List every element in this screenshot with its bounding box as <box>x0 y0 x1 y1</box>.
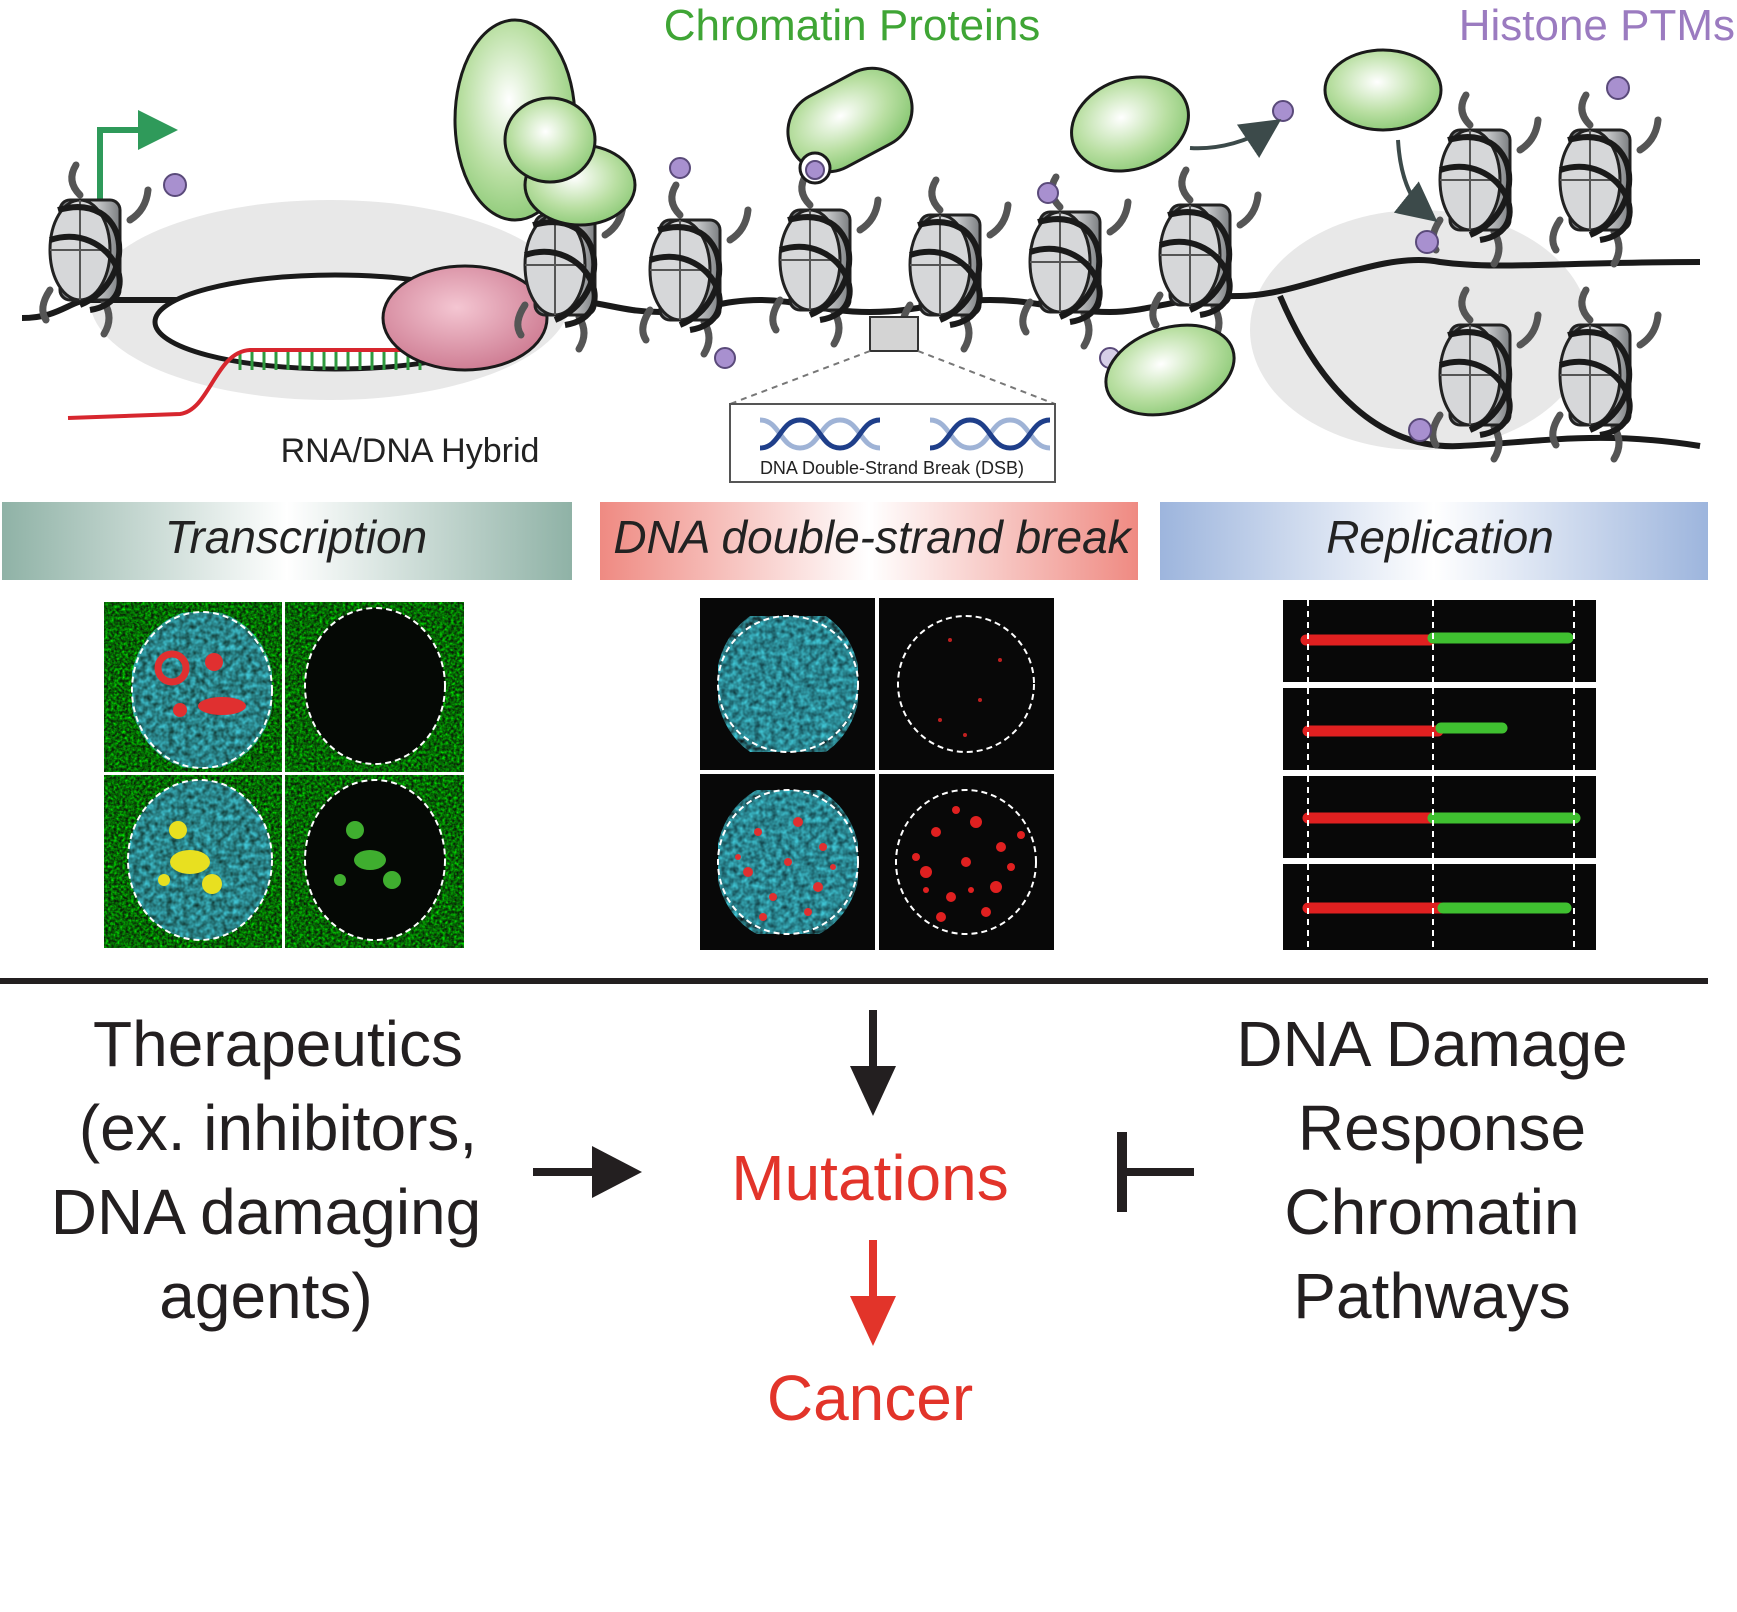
mutations-label: Mutations <box>731 1142 1008 1214</box>
rna-dna-hybrid-label: RNA/DNA Hybrid <box>281 432 540 470</box>
ddr-line-4: Pathways <box>1293 1260 1570 1332</box>
cancer-label: Cancer <box>767 1362 973 1434</box>
tile-green-bottom <box>285 775 464 948</box>
tile-dsb-merge-top <box>700 598 875 770</box>
replication-fork-strand <box>1277 294 1701 450</box>
tss-arrowhead-icon <box>138 110 178 150</box>
transcription-banner <box>2 502 572 580</box>
dna-helix-icon <box>759 417 1051 451</box>
tile-merge-bottom <box>104 775 282 948</box>
dsb-marker-box <box>869 316 919 352</box>
nucleosome-3 <box>643 185 748 354</box>
dna-fiber-tracks <box>1300 632 1581 914</box>
rna-dna-hybrid-rungs <box>238 352 422 370</box>
replication-micrographs <box>1283 600 1596 950</box>
transcription-banner-label: Transcription <box>165 511 427 563</box>
nucleosome-4 <box>773 175 878 344</box>
therapeutics-line-2: (ex. inhibitors, <box>79 1092 477 1164</box>
replication-banner <box>1160 502 1708 580</box>
chromatin-proteins-label: Chromatin Proteins <box>664 1 1041 50</box>
dsb-banner-label: DNA double-strand break <box>613 511 1132 563</box>
mutation-flow: Therapeutics (ex. inhibitors, DNA damagi… <box>51 1008 1628 1434</box>
therapeutics-line-3: DNA damaging <box>51 1176 481 1248</box>
ptm-addition-arrow-icon <box>1393 139 1438 223</box>
tile-dsb-merge-bottom <box>700 774 875 950</box>
therapeutics-line-4: agents) <box>159 1260 372 1332</box>
dsb-micrographs <box>700 598 1054 950</box>
dsb-inset-label: DNA Double-Strand Break (DSB) <box>760 458 1024 478</box>
rna-strand <box>67 348 440 420</box>
histone-ptms-label: Histone PTMs <box>1459 1 1735 50</box>
tile-dsb-red-bottom <box>879 774 1054 950</box>
nucleosome-9 <box>1553 95 1658 264</box>
chromatin-proteins <box>453 18 1443 417</box>
dsb-banner <box>600 502 1138 580</box>
ptm-removal-arrow-icon <box>1189 119 1282 158</box>
tile-merge-top <box>104 602 282 772</box>
process-banners: Transcription DNA double-strand break Re… <box>2 502 1708 580</box>
tss-arrow-icon <box>97 127 140 200</box>
rna-polymerase <box>381 264 549 372</box>
therapeutics-line-1: Therapeutics <box>93 1008 463 1080</box>
ddr-line-3: Chromatin <box>1284 1176 1579 1248</box>
tile-dsb-red-top <box>879 598 1054 770</box>
histone-ptm-dots <box>163 76 1630 442</box>
chromatin-schematic: DNA Double-Strand Break (DSB) Chromatin … <box>21 1 1735 483</box>
ptm-bound-dot <box>805 160 825 180</box>
dsb-zoom-lines <box>729 350 1056 405</box>
replication-banner-label: Replication <box>1326 511 1554 563</box>
down-arrow-icon <box>850 1066 896 1116</box>
nucleosome-6 <box>1023 177 1128 346</box>
ddr-line-1: DNA Damage <box>1236 1008 1627 1080</box>
dna-strand <box>21 257 1701 321</box>
nucleosome-7 <box>1153 170 1258 339</box>
right-arrow-icon <box>592 1146 642 1198</box>
transcription-micrographs <box>104 602 464 948</box>
fiber-guide-lines <box>1307 600 1575 950</box>
tile-green-top <box>285 602 464 772</box>
cancer-arrow-icon <box>850 1296 896 1346</box>
ddr-line-2: Response <box>1298 1092 1586 1164</box>
